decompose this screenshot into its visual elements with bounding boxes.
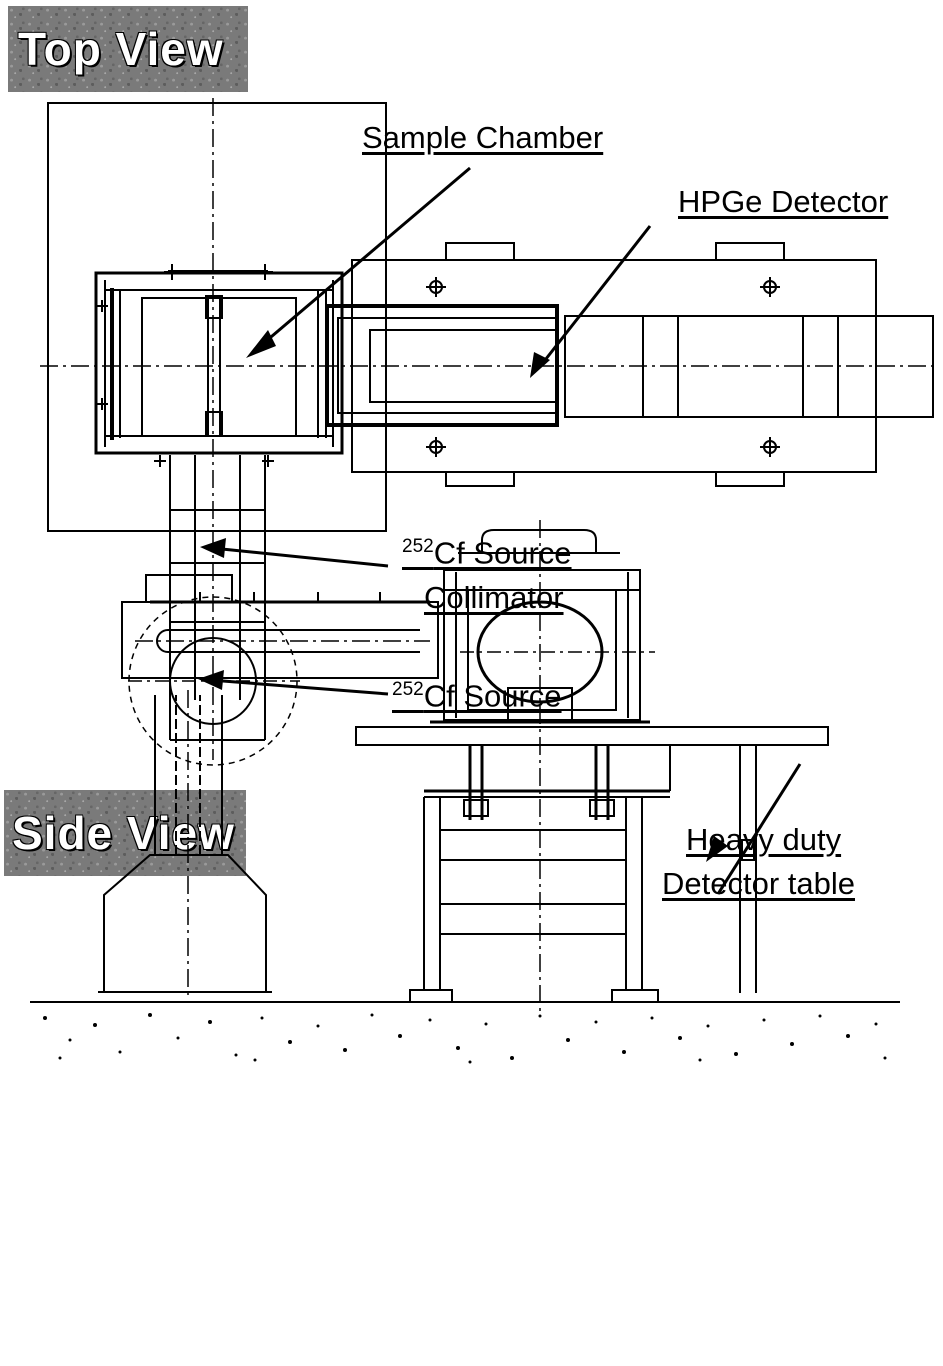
cf-source-label: 252Cf Source — [392, 680, 562, 711]
detector-table-label-line2: Detector table — [662, 866, 855, 901]
cf-collimator-line1-text: Cf Source — [433, 535, 572, 571]
top-view-drawing — [40, 98, 938, 766]
cf-collimator-isotope-mass: 252 — [402, 536, 434, 557]
cryostat-body — [564, 315, 934, 418]
side-view-title: Side View — [12, 807, 235, 859]
cf-source-isotope-mass: 252 — [392, 679, 424, 700]
top-view-title: Top View — [18, 23, 224, 75]
hpge-crystal — [369, 329, 558, 403]
heavy-duty-table — [355, 726, 829, 1003]
cf-collimator-label-line2: Collimator — [424, 580, 564, 615]
hpge-detector-label: HPGe Detector — [678, 184, 889, 219]
side-sample-chamber — [430, 520, 655, 1012]
top-view-leaders — [209, 166, 652, 696]
detector-table-label-line1: Heavy duty — [686, 822, 842, 857]
table-top — [355, 726, 829, 746]
side-view-banner — [4, 790, 246, 876]
floor-speckle — [43, 1013, 887, 1064]
top-view-banner — [8, 6, 248, 92]
cf-source-text: Cf Source — [423, 678, 562, 714]
side-collimator — [121, 574, 439, 679]
detector-platform — [351, 259, 877, 473]
side-view-drawing — [30, 520, 900, 1064]
collimator-arm — [169, 455, 266, 741]
cf-collimator-label-line1: 252Cf Source — [402, 537, 572, 568]
source-pedestal — [98, 690, 272, 1000]
table-leader-arrowhead — [706, 836, 728, 862]
platform-bolts — [426, 277, 780, 457]
sample-chamber-label: Sample Chamber — [362, 120, 604, 155]
